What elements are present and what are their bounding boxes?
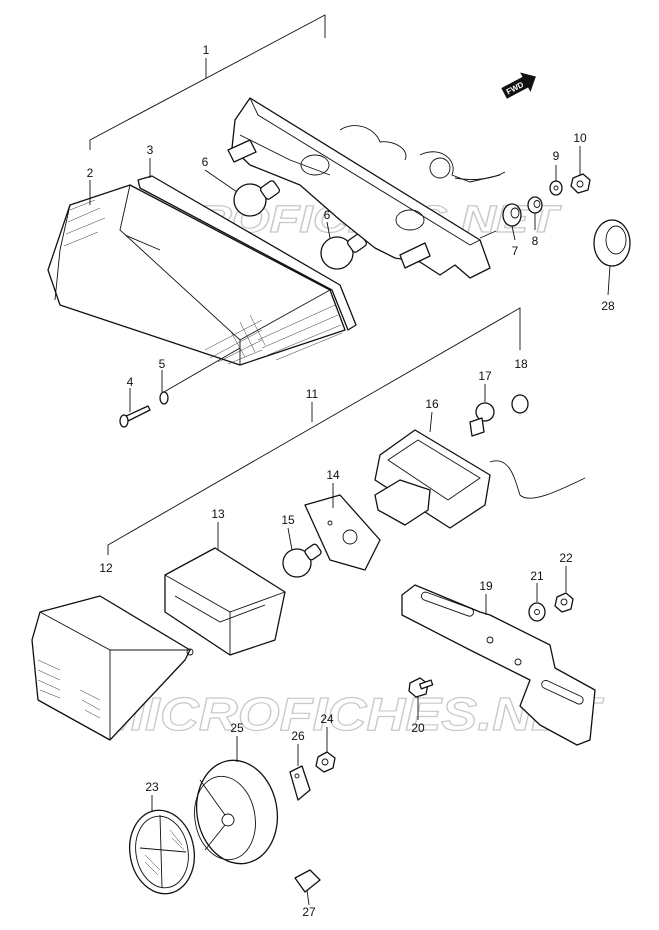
license-lamp-cover <box>164 547 286 656</box>
callout-15: 15 <box>281 513 295 527</box>
callout-3: 3 <box>147 143 154 157</box>
callout-1: 1 <box>203 43 210 57</box>
collar-8 <box>527 196 543 214</box>
grommet-28 <box>593 219 631 267</box>
callout-11: 11 <box>306 387 319 401</box>
callout-25: 25 <box>230 721 244 735</box>
callout-18: 18 <box>514 357 528 371</box>
callout-12: 12 <box>99 561 113 575</box>
bolt-20 <box>408 677 434 698</box>
tail-lamp-lens <box>47 184 346 366</box>
callout-28: 28 <box>601 299 615 313</box>
callout-13: 13 <box>211 507 225 521</box>
license-lamp-lens <box>31 595 194 741</box>
callout-9: 9 <box>553 149 560 163</box>
fwd-arrow-icon: FWD <box>501 72 536 99</box>
washer-5 <box>159 391 169 405</box>
callout-leaders <box>89 146 611 906</box>
callout-5: 5 <box>159 357 166 371</box>
callout-23: 23 <box>145 780 159 794</box>
socket-plate <box>304 494 381 571</box>
collar-18 <box>511 394 529 414</box>
leader-11 <box>107 307 521 555</box>
gasket <box>137 175 357 331</box>
bulb-upper-right <box>320 233 368 270</box>
callout-27: 27 <box>302 905 316 919</box>
reflector-housing <box>194 759 279 865</box>
license-bracket <box>401 584 596 746</box>
callout-22: 22 <box>559 551 573 565</box>
leader-1 <box>89 14 326 150</box>
callout-labels: 1 2 3 4 5 6 6 7 8 9 10 11 12 13 14 15 16… <box>87 43 615 919</box>
screw-27 <box>294 869 321 893</box>
callout-16: 16 <box>425 397 439 411</box>
nut-24 <box>315 751 336 773</box>
callout-4: 4 <box>127 375 134 389</box>
screw-4 <box>119 405 151 428</box>
callout-10: 10 <box>573 131 587 145</box>
callout-20: 20 <box>411 721 425 735</box>
callout-7: 7 <box>512 244 519 258</box>
callout-17: 17 <box>478 369 492 383</box>
lamp-housing <box>227 97 506 279</box>
callout-6a: 6 <box>202 155 209 169</box>
callout-26: 26 <box>291 729 305 743</box>
callout-2: 2 <box>87 166 94 180</box>
callout-21: 21 <box>530 569 544 583</box>
callout-8: 8 <box>532 234 539 248</box>
reflector-lens <box>129 809 195 895</box>
washer-9 <box>549 180 563 196</box>
washer-21 <box>528 602 546 622</box>
watermark-bottom: MICROFICHES.NET <box>100 688 605 740</box>
callout-14: 14 <box>326 468 340 482</box>
grommet-17 <box>469 402 495 437</box>
nut-22 <box>554 592 574 613</box>
callout-19: 19 <box>479 579 493 593</box>
callout-24: 24 <box>320 712 334 726</box>
bulb-license <box>282 543 322 578</box>
bulb-upper-left <box>233 180 281 217</box>
socket-housing <box>374 429 586 529</box>
clip-26 <box>289 765 311 801</box>
nut-10 <box>570 173 591 194</box>
callout-6b: 6 <box>324 208 331 222</box>
grommet-7 <box>502 203 522 227</box>
